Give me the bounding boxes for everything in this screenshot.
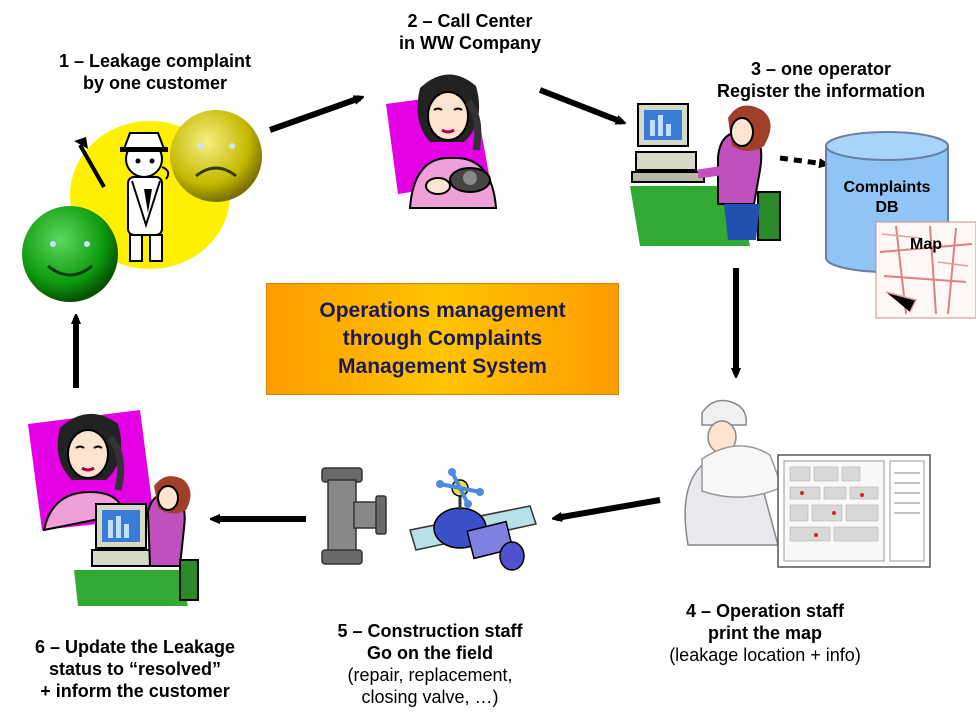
valve-icon — [409, 468, 537, 571]
step-6-line2: status to “resolved” — [48, 659, 222, 679]
arrow-1-to-2 — [268, 95, 360, 133]
step-4-line2: print the map — [707, 623, 822, 643]
step-4-detail: (leakage location + info) — [669, 645, 861, 665]
map-thumbnail-label: Map — [910, 236, 942, 253]
pipe-fitting-icon — [321, 467, 387, 565]
step-2-line1: 2 – Call Center — [407, 11, 533, 31]
step-5-line1: 5 – Construction staff — [337, 621, 523, 641]
center-title-line1: Operations management — [319, 299, 566, 322]
map-thumbnail-icon — [875, 221, 976, 319]
engineer-with-map-icon — [684, 399, 931, 568]
happy-face-icon — [22, 206, 118, 302]
step-2-label: 2 – Call Center in WW Company — [360, 10, 580, 54]
step-5-detail1: (repair, replacement, — [347, 665, 513, 685]
center-title-box: Operations management through Complaints… — [266, 283, 619, 395]
step-2-line2: in WW Company — [399, 33, 541, 53]
database-label: Complaints DB — [826, 178, 948, 218]
arrow-2-to-3 — [538, 87, 622, 125]
center-title-line2: through Complaints — [342, 327, 543, 350]
step-6-line1: 6 – Update the Leakage — [34, 637, 236, 657]
step-1-line1: 1 – Leakage complaint — [58, 51, 252, 71]
sad-face-icon — [170, 110, 262, 202]
step-6-line3: + inform the customer — [40, 681, 230, 701]
step-5-detail2: closing valve, …) — [361, 687, 499, 707]
step-5-line2: Go on the field — [367, 643, 493, 663]
arrow-3-to-db — [779, 155, 825, 164]
step-1-label: 1 – Leakage complaint by one customer — [20, 50, 290, 94]
operator-computer-icon — [630, 103, 781, 246]
database-label-line2: DB — [875, 199, 899, 216]
step-3-label: 3 – one operator Register the informatio… — [686, 58, 956, 102]
database-label-line1: Complaints — [843, 179, 931, 196]
step-5-label: 5 – Construction staff Go on the field (… — [300, 620, 560, 708]
step-3-line2: Register the information — [716, 81, 926, 101]
center-title-line3: Management System — [338, 355, 547, 378]
step-1-line2: by one customer — [82, 73, 228, 93]
step-6-label: 6 – Update the Leakage status to “resolv… — [0, 636, 270, 702]
step-4-line1: 4 – Operation staff — [685, 601, 845, 621]
call-center-agent-icon — [386, 74, 498, 209]
step-4-label: 4 – Operation staff print the map (leaka… — [630, 600, 900, 666]
step-3-line1: 3 – one operator — [750, 59, 892, 79]
agent-with-computer-icon — [28, 410, 199, 606]
arrow-4-to-5 — [556, 497, 661, 518]
